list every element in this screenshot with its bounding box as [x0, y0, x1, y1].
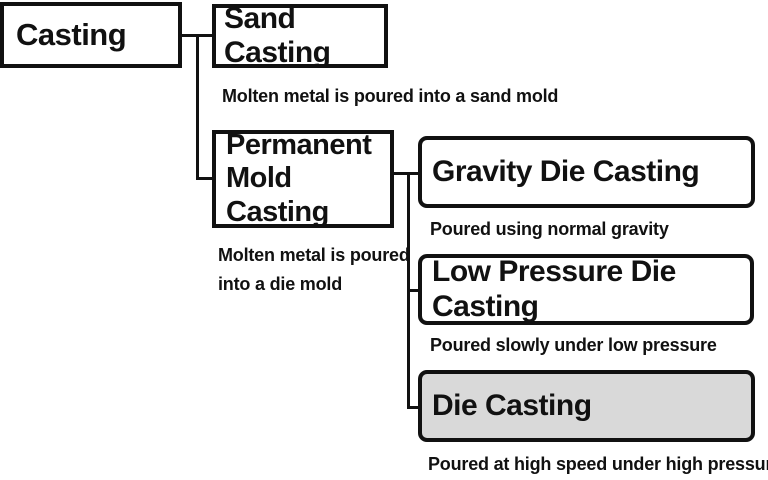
low-pressure-die-casting-box: Low Pressure Die Casting — [418, 254, 754, 325]
die-casting-label: Die Casting — [432, 388, 592, 422]
connector-to-low-pressure — [407, 289, 420, 292]
connector-to-die-casting — [407, 406, 420, 409]
permanent-mold-casting-description-line1: Molten metal is poured — [218, 245, 410, 265]
connector-to-sand-casting — [196, 34, 214, 37]
gravity-die-casting-box: Gravity Die Casting — [418, 136, 755, 208]
casting-label: Casting — [16, 17, 127, 53]
permanent-mold-casting-box: Permanent Mold Casting — [212, 128, 394, 228]
low-pressure-die-casting-label: Low Pressure Die Casting — [432, 255, 676, 323]
sand-casting-label: Sand Casting — [224, 1, 331, 70]
die-casting-box: Die Casting — [418, 370, 755, 442]
permanent-mold-casting-label: Permanent Mold Casting — [226, 128, 372, 228]
die-casting-description: Poured at high speed under high pressure — [428, 454, 768, 474]
sand-casting-description: Molten metal is poured into a sand mold — [222, 86, 559, 106]
connector-to-permanent-mold — [196, 177, 214, 180]
gravity-die-casting-description: Poured using normal gravity — [430, 219, 669, 239]
gravity-die-casting-label: Gravity Die Casting — [432, 154, 700, 188]
connector-to-gravity-die — [407, 172, 420, 175]
casting-box: Casting — [0, 2, 182, 68]
low-pressure-die-casting-description: Poured slowly under low pressure — [430, 335, 717, 355]
connector-branch-vertical — [196, 34, 199, 180]
connector-permanent-to-branch — [394, 172, 410, 175]
permanent-mold-casting-description-line2: into a die mold — [218, 274, 343, 294]
sand-casting-box: Sand Casting — [212, 1, 388, 70]
connector-casting-to-branch — [180, 34, 198, 37]
